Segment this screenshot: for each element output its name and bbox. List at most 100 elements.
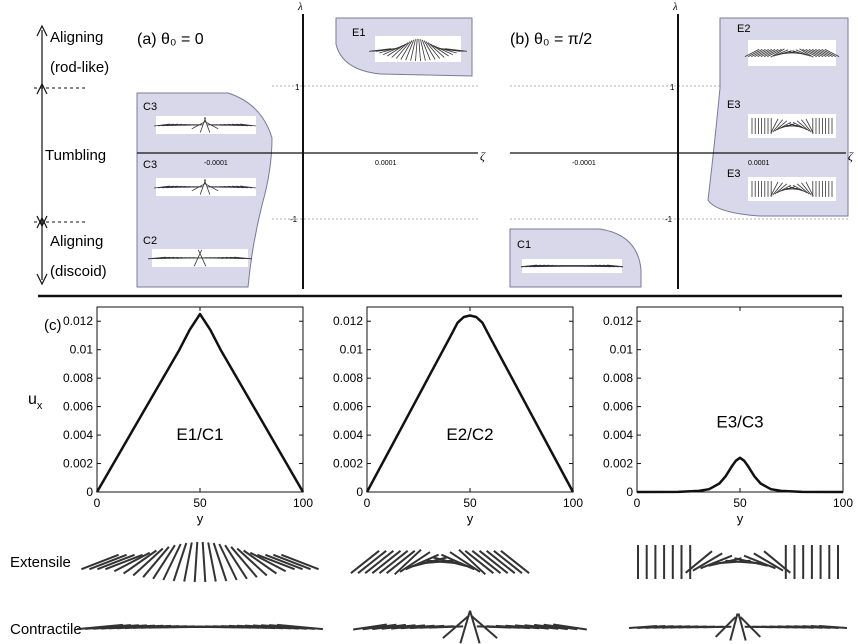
- rod: [729, 613, 739, 641]
- rod: [776, 184, 792, 194]
- rod: [767, 49, 782, 57]
- rod: [81, 553, 119, 571]
- rod: [364, 550, 395, 574]
- rod: [89, 553, 127, 571]
- x-tick-label: 0: [94, 496, 101, 510]
- tick-neg-b: -0.0001: [572, 160, 596, 167]
- rod: [105, 553, 143, 571]
- y-tick-label: 0.006: [63, 400, 93, 414]
- rod: [415, 38, 418, 62]
- contractile-c3: [628, 613, 848, 641]
- y-tick-label: 0.008: [333, 371, 363, 385]
- rod: [685, 550, 713, 574]
- rod: [763, 49, 779, 57]
- tick-neg-a: -0.0001: [204, 160, 228, 167]
- rod: [212, 542, 228, 582]
- rod: [193, 541, 199, 583]
- panel-b: λ ζ -0.0001 0.0001 1 -1 (b) θ₀ = π/2 E2 …: [509, 1, 854, 289]
- rod: [808, 49, 824, 57]
- rod: [478, 550, 509, 574]
- y-tick-label: 0.004: [63, 428, 93, 442]
- rod: [97, 553, 135, 571]
- region-label-e3-low: E3: [727, 168, 740, 180]
- lambda-label-a: λ: [297, 1, 303, 13]
- rod: [203, 117, 211, 133]
- rod: [421, 39, 431, 61]
- x-tick-label: 50: [463, 496, 477, 510]
- rod: [789, 123, 805, 129]
- rod: [249, 551, 287, 573]
- rod: [757, 49, 773, 57]
- rod: [805, 118, 814, 134]
- rod: [805, 181, 814, 197]
- rod: [353, 623, 387, 631]
- rod: [199, 179, 207, 195]
- rod: [427, 42, 445, 58]
- aligning-discoid-label: Aligning: [50, 233, 103, 250]
- rod: [774, 120, 788, 132]
- rod: [162, 543, 182, 581]
- thumb-rods-c3-top: [154, 117, 256, 133]
- rod: [371, 550, 402, 574]
- rod: [796, 183, 810, 195]
- rod: [753, 552, 784, 572]
- rod: [199, 117, 207, 133]
- tick-pos-b: 0.0001: [748, 160, 770, 167]
- thumb-rods-e3-top: [751, 118, 833, 134]
- rod: [458, 548, 486, 576]
- zeta-label-b: ζ: [848, 149, 854, 163]
- rod: [692, 552, 723, 572]
- rod: [818, 49, 833, 57]
- y-tick-label: 0.008: [63, 371, 93, 385]
- rod: [743, 554, 776, 570]
- rod: [378, 550, 409, 574]
- x-tick-label: 0: [634, 496, 641, 510]
- extensile-e2: [350, 548, 530, 576]
- rod: [792, 50, 808, 56]
- y-tick-label: 0.012: [333, 314, 363, 328]
- rod: [391, 42, 409, 58]
- y-tick-label: 0.01: [340, 343, 364, 357]
- rod: [796, 120, 810, 132]
- rod: [464, 550, 495, 574]
- rod: [281, 553, 319, 571]
- x-tick-label: 50: [193, 496, 207, 510]
- rod: [218, 543, 238, 581]
- thumb-c3-mid: [156, 178, 256, 196]
- rod: [399, 551, 431, 573]
- rod: [770, 48, 785, 58]
- rod: [801, 119, 812, 133]
- aligning-rod-label: Aligning: [50, 29, 103, 46]
- x-tick-label: 50: [733, 496, 747, 510]
- rod: [485, 550, 516, 574]
- tick-minus-one-b: -1: [665, 215, 673, 224]
- y-tick-label: 0.004: [603, 428, 633, 442]
- rod: [394, 548, 422, 576]
- plot-frame: [366, 306, 574, 493]
- zeta-label-a: ζ: [480, 149, 486, 163]
- rod: [410, 39, 416, 61]
- rod: [420, 39, 426, 61]
- region-label-e1: E1: [352, 27, 365, 39]
- plot-frame: [96, 306, 304, 493]
- rod: [203, 179, 211, 195]
- panel-a: λ ζ -0.0001 0.0001 1 -1 (a) θ₀ = 0 E1 C3…: [136, 1, 486, 289]
- thumb-rods-c1: [520, 264, 624, 268]
- rod: [257, 553, 295, 571]
- rod: [113, 551, 151, 573]
- region-label-c1: C1: [517, 239, 531, 251]
- tick-one-b: 1: [670, 83, 675, 92]
- rod: [442, 615, 470, 639]
- rod: [142, 546, 170, 578]
- thumb-rods-e3-low: [751, 181, 833, 197]
- plot-title: E2/C2: [446, 425, 493, 444]
- y-tick-label: 0.002: [333, 457, 363, 471]
- series-line: [95, 312, 305, 493]
- director-field-rows: [77, 541, 848, 644]
- rod: [700, 554, 733, 570]
- x-tick-label: 100: [293, 496, 313, 510]
- rod: [277, 623, 323, 631]
